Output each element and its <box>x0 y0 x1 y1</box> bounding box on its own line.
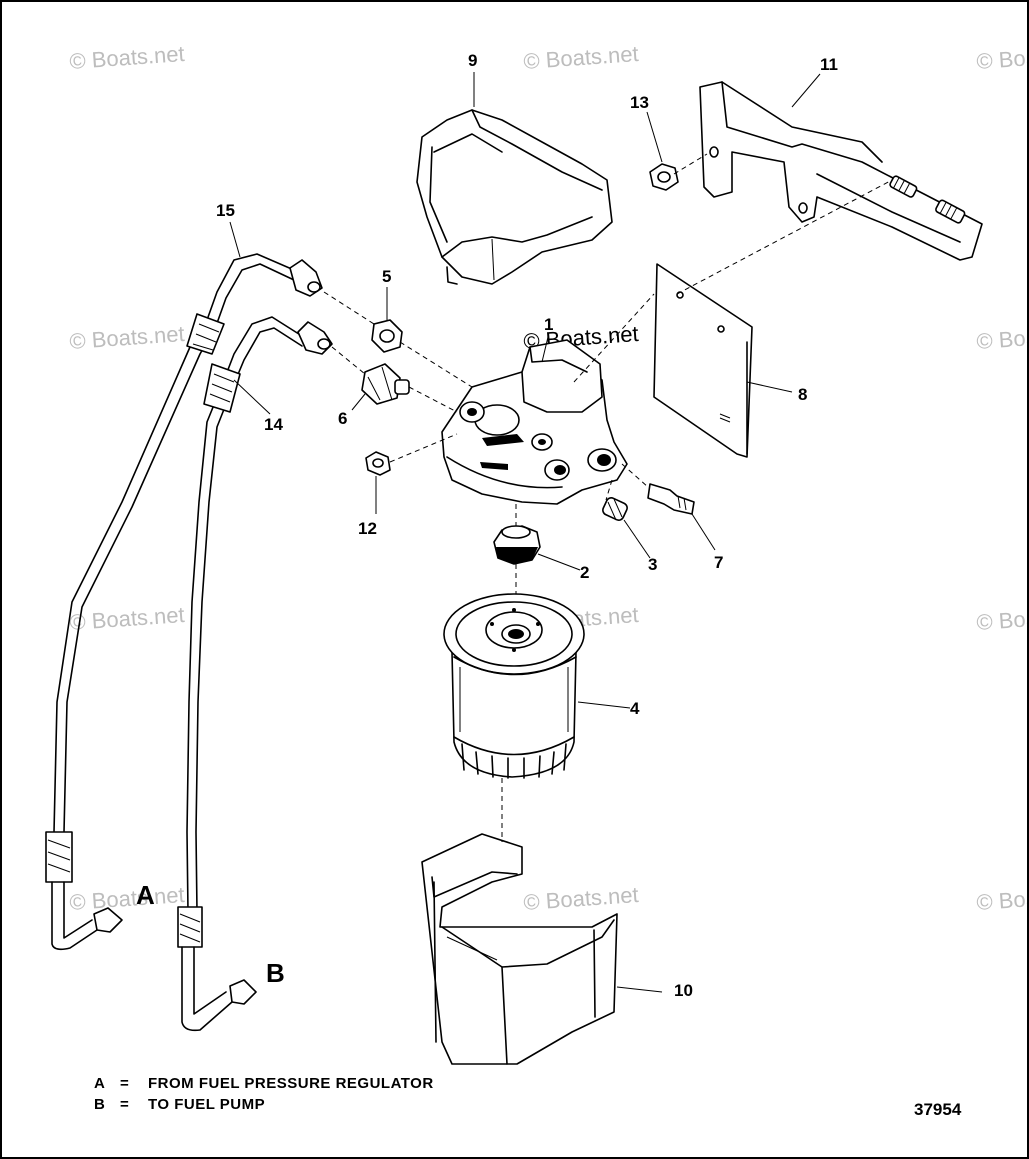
watermark-12: © Boats.net <box>976 882 1027 915</box>
callout-12: 12 <box>358 519 377 538</box>
legend-b-key: B <box>94 1096 105 1113</box>
callout-3: 3 <box>648 555 657 574</box>
callout-2: 2 <box>580 563 589 582</box>
callout-7: 7 <box>714 553 723 572</box>
callout-11: 11 <box>820 55 838 74</box>
watermark-7: © Boats.net <box>69 602 186 635</box>
part-5-fitting <box>371 319 403 353</box>
callout-8: 8 <box>798 385 807 404</box>
part-10-lower-shield <box>421 833 618 1065</box>
part-6-fitting <box>361 363 410 405</box>
legend-a-eq: = <box>120 1075 129 1092</box>
legend-b-eq: = <box>120 1096 129 1113</box>
part-15-fuel-line <box>45 253 323 951</box>
legend-a-text: FROM FUEL PRESSURE REGULATOR <box>148 1075 434 1092</box>
assembly-lines <box>323 153 893 842</box>
watermark-1: © Boats.net <box>69 41 186 74</box>
watermark-4: © Boats.net <box>69 321 186 354</box>
callout-9: 9 <box>468 51 477 70</box>
watermark-3: © Boats.net <box>976 41 1027 74</box>
marker-a: A <box>136 880 155 910</box>
part-14-fuel-line <box>177 316 333 1032</box>
part-12-nut <box>365 451 391 476</box>
legend-a-key: A <box>94 1075 105 1092</box>
part-8-plate <box>653 263 753 458</box>
part-11-mounting-bracket <box>699 81 983 261</box>
callout-14: 14 <box>264 415 283 434</box>
part-9-upper-cover <box>416 109 613 285</box>
part-2-adapter <box>493 525 541 565</box>
part-4-filter-element <box>443 593 585 779</box>
part-7-bolt <box>647 483 695 515</box>
part-3-fitting <box>602 497 628 521</box>
part-13-nut <box>649 163 679 191</box>
figure-number: 37954 <box>914 1100 962 1119</box>
watermark-10: © Boats.net <box>69 882 186 915</box>
watermark-6: © Boats.net <box>976 321 1027 354</box>
callout-15: 15 <box>216 201 235 220</box>
callout-13: 13 <box>630 93 649 112</box>
callout-10: 10 <box>674 981 693 1000</box>
callout-5: 5 <box>382 267 391 286</box>
part-1-filter-head <box>441 339 628 505</box>
callout-1: 1 <box>544 315 553 334</box>
callout-numbers: 9 11 13 15 5 1 8 6 14 12 2 3 7 4 10 <box>216 51 838 1000</box>
legend-b-text: TO FUEL PUMP <box>148 1096 265 1113</box>
callout-leaders <box>229 72 821 993</box>
watermark-11: © Boats.net <box>523 882 640 915</box>
marker-b: B <box>266 958 285 988</box>
watermark-2: © Boats.net <box>523 41 640 74</box>
watermark-9: © Boats.net <box>976 602 1027 635</box>
legend: A = FROM FUEL PRESSURE REGULATOR B = TO … <box>94 1075 434 1113</box>
callout-4: 4 <box>630 699 640 718</box>
callout-6: 6 <box>338 409 347 428</box>
